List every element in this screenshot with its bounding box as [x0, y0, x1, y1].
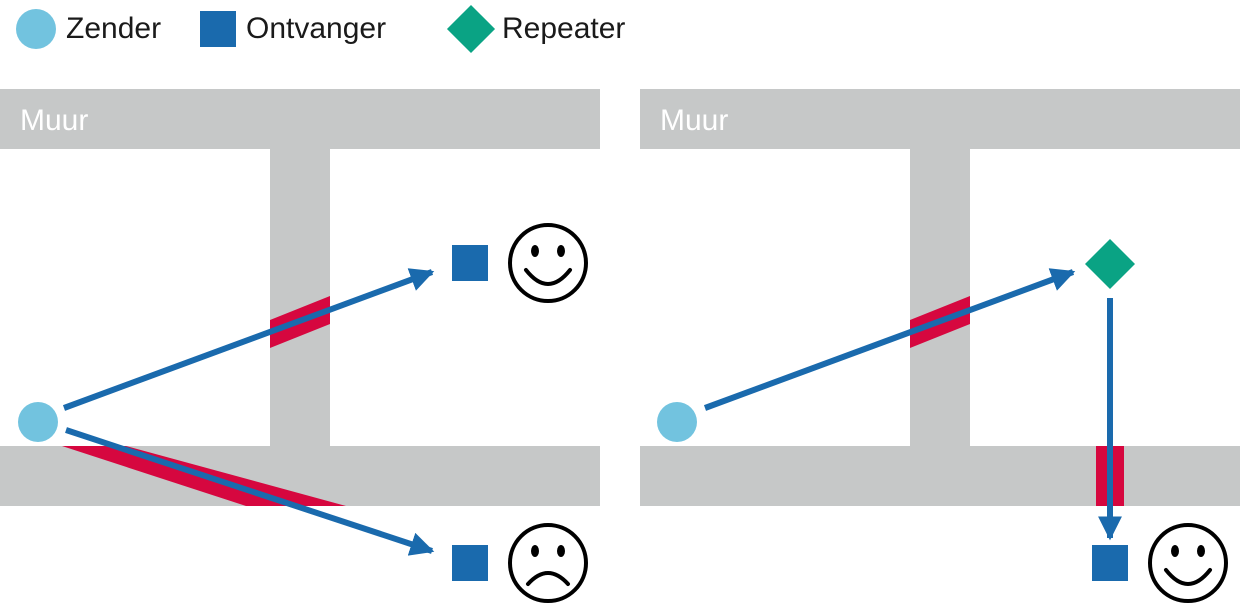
transmitter-symbol-icon — [16, 9, 56, 49]
right-bottom-wall — [640, 446, 1240, 506]
right-repeater — [1085, 239, 1135, 289]
sad-face-icon — [508, 523, 588, 603]
left-top-wall — [0, 89, 600, 149]
legend-label-receiver: Ontvanger — [246, 12, 387, 45]
right-signal-arrow-to-repeater — [703, 268, 1076, 411]
legend: Zender Ontvanger Repeater — [0, 0, 1240, 60]
right-top-wall — [640, 89, 1240, 149]
left-transmitter — [18, 402, 58, 442]
legend-label-repeater: Repeater — [502, 12, 626, 45]
right-receiver — [1092, 545, 1128, 581]
legend-label-transmitter: Zender — [66, 12, 162, 45]
right-vertical-wall — [910, 149, 970, 449]
happy-face-icon — [1148, 523, 1228, 603]
legend-item-receiver: Ontvanger — [200, 6, 386, 52]
left-signal-arrow-lower — [65, 427, 435, 556]
happy-face-icon — [508, 223, 588, 303]
left-panel: Muur — [0, 89, 600, 603]
left-signal-arrow-upper — [62, 268, 435, 411]
left-receiver-top — [452, 245, 488, 281]
left-receiver-bottom — [452, 545, 488, 581]
right-wall-label: Muur — [660, 104, 728, 137]
right-transmitter — [657, 402, 697, 442]
legend-item-repeater: Repeater — [446, 4, 626, 54]
left-wall-label: Muur — [20, 104, 88, 137]
receiver-symbol-icon — [200, 11, 236, 47]
left-vertical-wall — [270, 149, 330, 449]
right-panel: Muur — [640, 89, 1240, 603]
legend-item-transmitter: Zender — [16, 6, 161, 52]
